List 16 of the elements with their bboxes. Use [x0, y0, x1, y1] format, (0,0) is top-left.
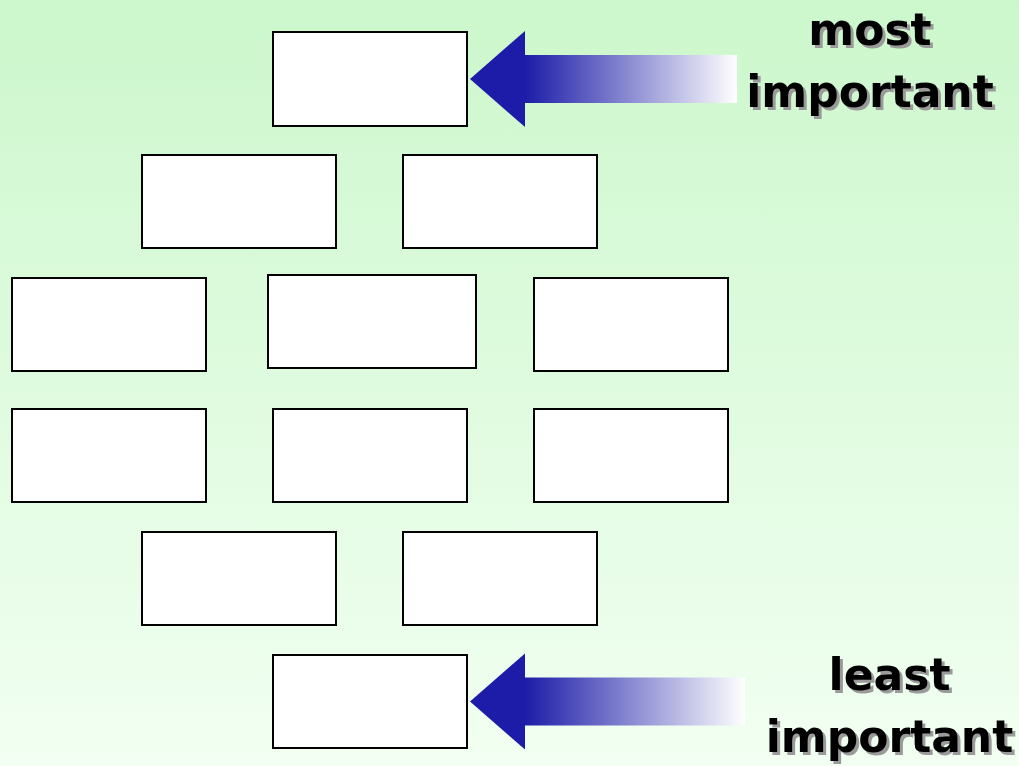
importance-label: most important — [735, 0, 1005, 122]
empty-box — [533, 277, 729, 372]
empty-box — [141, 154, 337, 249]
empty-box — [402, 154, 598, 249]
empty-box — [272, 654, 468, 749]
arrow — [470, 653, 745, 750]
empty-box — [267, 274, 477, 369]
empty-box — [272, 408, 468, 503]
importance-label: least important — [760, 645, 1019, 766]
empty-box — [272, 31, 468, 127]
arrow — [470, 31, 737, 127]
empty-box — [402, 531, 598, 626]
empty-box — [11, 408, 207, 503]
empty-box — [533, 408, 729, 503]
empty-box — [11, 277, 207, 372]
empty-box — [141, 531, 337, 626]
